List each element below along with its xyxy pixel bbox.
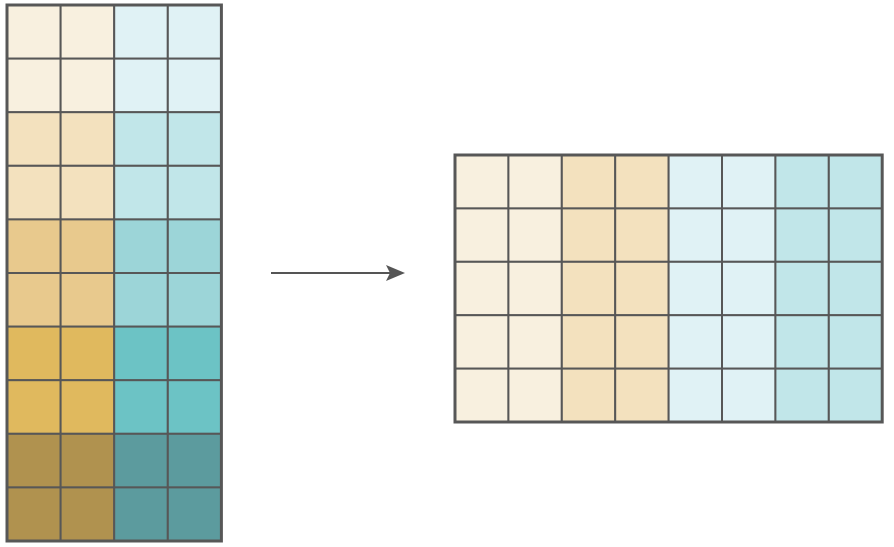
source-grid-cell-r7-c0: [6, 379, 62, 435]
source-grid-cell-r9-c0: [6, 486, 62, 542]
source-grid-cell-r4-c3: [166, 218, 223, 274]
source-grid-cell-r9-c1: [59, 486, 116, 542]
source-grid: [5, 3, 223, 543]
source-grid-cell-r8-c3: [166, 432, 223, 489]
source-grid-cell-r2-c2: [113, 111, 169, 167]
source-grid-cell-r2-c3: [166, 111, 223, 167]
target-grid-cell-r1-c0: [454, 207, 510, 263]
target-grid-cell-r2-c3: [614, 260, 670, 317]
target-grid-cell-r4-c3: [614, 367, 670, 424]
source-grid-cell-r2-c0: [6, 111, 62, 167]
source-grid-cell-r7-c1: [59, 379, 116, 435]
source-grid-cell-r4-c1: [59, 218, 116, 274]
target-grid-cell-r3-c0: [454, 314, 510, 370]
source-grid-cell-r3-c3: [166, 164, 223, 221]
target-grid-cell-r0-c4: [667, 154, 723, 210]
target-grid-cell-r2-c6: [774, 260, 830, 317]
target-grid-cell-r0-c2: [560, 154, 617, 210]
source-grid-cell-r1-c2: [113, 57, 169, 114]
target-grid-cell-r3-c3: [614, 314, 670, 370]
source-grid-cell-r0-c2: [113, 4, 169, 60]
source-grid-cell-r3-c0: [6, 164, 62, 221]
target-grid-cell-r3-c7: [827, 314, 884, 370]
source-grid-cell-r4-c2: [113, 218, 169, 274]
target-grid-cell-r4-c4: [667, 367, 723, 424]
source-grid-cell-r1-c3: [166, 57, 223, 114]
target-grid-cell-r2-c2: [560, 260, 617, 317]
target-grid-cell-r1-c7: [827, 207, 884, 263]
arrow-head: [386, 265, 405, 281]
target-grid-cell-r1-c4: [667, 207, 723, 263]
source-grid-cell-r8-c2: [113, 432, 169, 489]
source-grid-cell-r6-c1: [59, 325, 116, 382]
target-grid-cell-r1-c2: [560, 207, 617, 263]
source-grid-cell-r5-c3: [166, 272, 223, 328]
target-grid-cell-r2-c7: [827, 260, 884, 317]
target-grid-cell-r3-c6: [774, 314, 830, 370]
source-grid-cell-r4-c0: [6, 218, 62, 274]
source-grid-cell-r8-c1: [59, 432, 116, 489]
target-grid-cell-r0-c3: [614, 154, 670, 210]
target-grid-cell-r1-c5: [721, 207, 777, 263]
target-grid-cell-r4-c2: [560, 367, 617, 424]
source-grid-cell-r7-c2: [113, 379, 169, 435]
target-grid-cell-r0-c1: [507, 154, 563, 210]
target-grid-border: [453, 153, 884, 424]
source-grid-cell-r0-c3: [166, 4, 223, 60]
target-grid-cell-r2-c1: [507, 260, 563, 317]
target-grid-cell-r4-c7: [827, 367, 884, 424]
target-grid-cell-r2-c4: [667, 260, 723, 317]
source-grid-cell-r9-c2: [113, 486, 169, 542]
source-grid-cell-r3-c2: [113, 164, 169, 221]
target-grid-cell-r3-c1: [507, 314, 563, 370]
target-grid-cell-r4-c0: [454, 367, 510, 424]
source-grid-cell-r5-c2: [113, 272, 169, 328]
source-grid-cell-r8-c0: [6, 432, 62, 489]
target-grid-cell-r0-c7: [827, 154, 884, 210]
target-grid-cell-r4-c5: [721, 367, 777, 424]
target-grid-cell-r1-c6: [774, 207, 830, 263]
source-grid-cell-r5-c0: [6, 272, 62, 328]
target-grid-cell-r3-c4: [667, 314, 723, 370]
source-grid-cell-r1-c1: [59, 57, 116, 114]
target-grid-cell-r4-c6: [774, 367, 830, 424]
source-grid-cell-r5-c1: [59, 272, 116, 328]
target-grid-cell-r3-c5: [721, 314, 777, 370]
target-grid-cell-r2-c5: [721, 260, 777, 317]
source-grid-cell-r3-c1: [59, 164, 116, 221]
target-grid: [453, 153, 884, 424]
target-grid-cell-r0-c0: [454, 154, 510, 210]
target-grid-cell-r3-c2: [560, 314, 617, 370]
target-grid-cell-r2-c0: [454, 260, 510, 317]
target-grid-cell-r0-c5: [721, 154, 777, 210]
target-grid-cell-r1-c3: [614, 207, 670, 263]
source-grid-cell-r6-c2: [113, 325, 169, 382]
target-grid-cell-r0-c6: [774, 154, 830, 210]
source-grid-cell-r0-c0: [6, 4, 62, 60]
source-grid-cell-r0-c1: [59, 4, 116, 60]
source-grid-cell-r6-c3: [166, 325, 223, 382]
source-grid-cell-r2-c1: [59, 111, 116, 167]
source-grid-cell-r1-c0: [6, 57, 62, 114]
source-grid-cell-r9-c3: [166, 486, 223, 542]
arrow-right-icon: [271, 265, 405, 281]
source-grid-cell-r6-c0: [6, 325, 62, 382]
target-grid-cell-r4-c1: [507, 367, 563, 424]
source-grid-border: [5, 3, 223, 543]
source-grid-cell-r7-c3: [166, 379, 223, 435]
target-grid-cell-r1-c1: [507, 207, 563, 263]
